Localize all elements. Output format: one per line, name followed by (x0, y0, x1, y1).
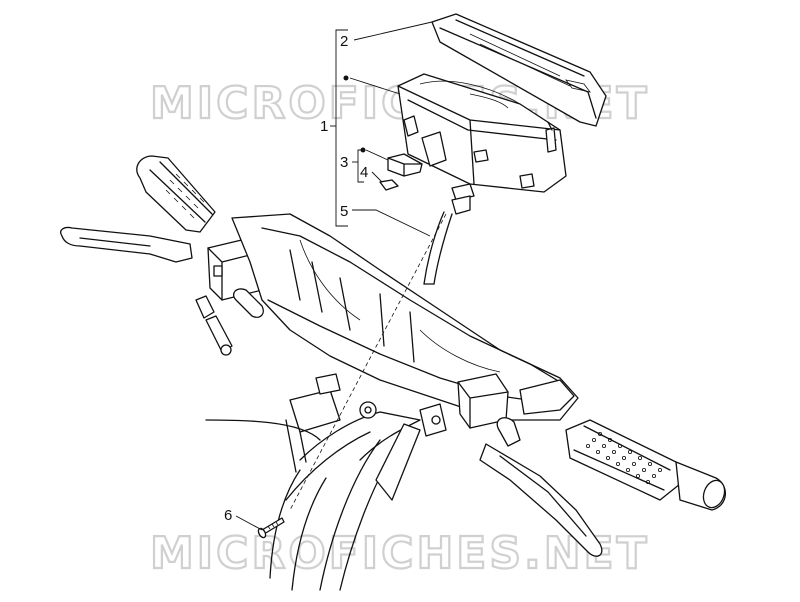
bulb (379, 179, 399, 191)
right-brake-lever (479, 443, 603, 557)
speedometer-cable (423, 211, 453, 285)
handlebar-assembly (60, 155, 726, 591)
dot-3 (360, 147, 366, 153)
instrument-cluster (397, 73, 567, 215)
instrument-cover (431, 13, 607, 127)
callout-1: 1 (320, 118, 328, 135)
callout-6: 6 (224, 507, 232, 524)
callout-3: 3 (340, 154, 348, 171)
bulb-holder (387, 153, 423, 177)
left-brake-lever (60, 226, 193, 263)
leader-5 (352, 209, 431, 237)
bracket-1 (335, 29, 348, 227)
leader-6 (235, 515, 263, 531)
watermark-bottom: MICROFICHES.NET (150, 528, 650, 579)
callout-4: 4 (360, 164, 368, 181)
steering-column (205, 373, 421, 591)
callout-5: 5 (340, 203, 348, 220)
leader-2 (353, 21, 433, 41)
callouts: 1 2 3 4 5 6 (224, 21, 433, 531)
right-grip (565, 419, 726, 511)
leader-3 (365, 149, 389, 161)
right-master-cylinder (419, 373, 575, 447)
dot-1 (343, 75, 349, 81)
leader-4 (371, 171, 383, 183)
left-master-cylinder (195, 237, 264, 356)
leader-1 (349, 77, 401, 95)
callout-2: 2 (340, 33, 348, 50)
left-grip (136, 155, 216, 233)
handlebar-body (231, 213, 579, 421)
